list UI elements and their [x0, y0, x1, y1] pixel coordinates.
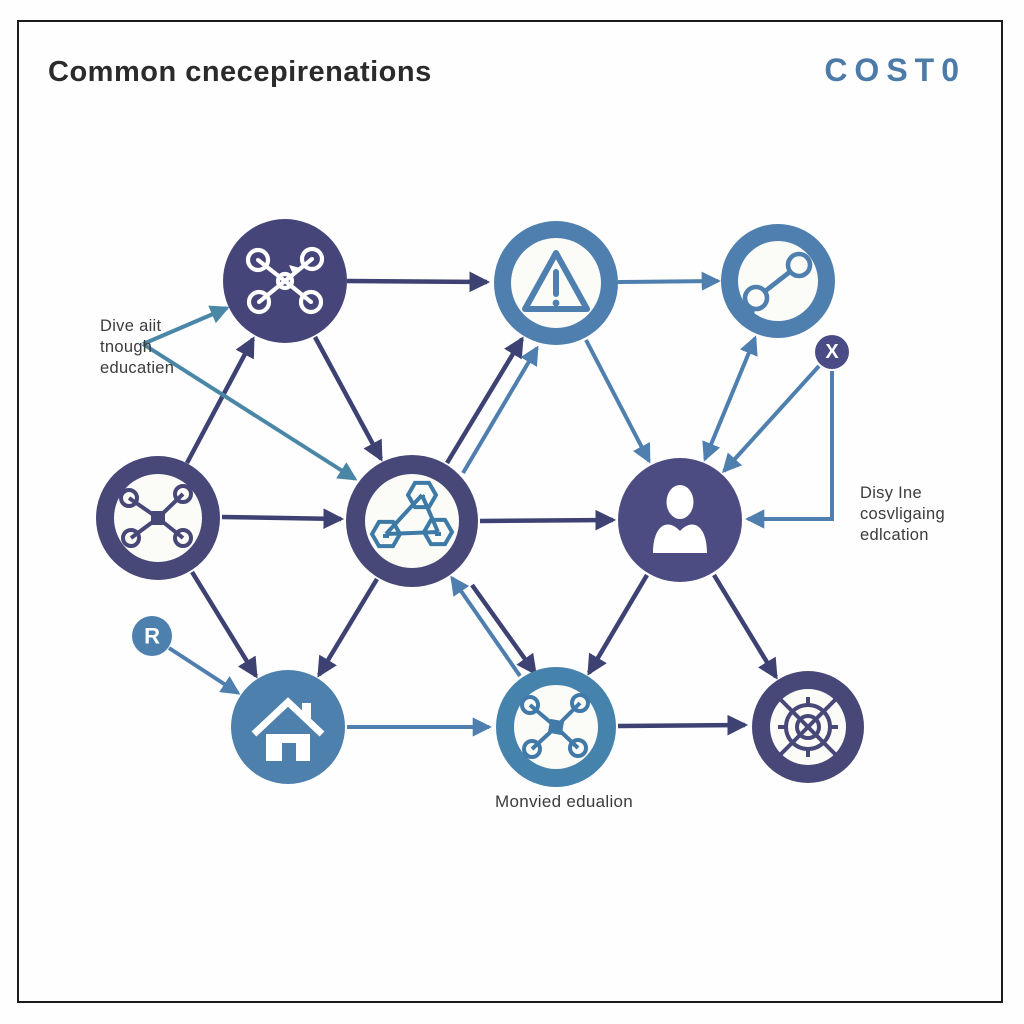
annotation-right-line1: Disy Ine	[860, 484, 923, 502]
edge-note-drone	[142, 305, 230, 346]
house-icon	[251, 697, 325, 761]
edge-networkleft-drone	[185, 336, 255, 465]
brand-logo: COST0	[824, 52, 966, 88]
x-badge-label: X	[825, 341, 839, 363]
x-badge: X	[815, 335, 849, 369]
edge-warning-key	[617, 271, 721, 291]
annotation-right-line3: edlcation	[860, 526, 929, 544]
edge-molecule-warning-blue	[461, 345, 539, 475]
edge-note-molecule	[141, 342, 358, 481]
edge-warning-person	[584, 339, 651, 464]
person-icon	[653, 485, 707, 553]
edge-molecule-warning-dark	[445, 336, 524, 465]
network-hub-icon	[520, 693, 590, 759]
node-network-left	[96, 456, 220, 580]
edge-bottomnetwork-target	[617, 714, 749, 736]
annotation-left-line3: educatien	[100, 359, 175, 377]
edge-drone-warning	[346, 271, 491, 293]
edge-person-bottomnetwork	[587, 573, 649, 676]
annotation-left: Dive aiit tnough educatien	[100, 316, 174, 379]
edge-xbadge-person	[722, 364, 821, 474]
drone-icon	[245, 246, 325, 315]
molecule-icon	[369, 480, 455, 549]
r-badge-label: R	[144, 624, 160, 649]
network-hub-icon	[119, 484, 193, 548]
node-target	[752, 671, 864, 783]
edge-networkleft-molecule	[221, 508, 345, 530]
annotation-left-line1: Dive aiit	[100, 317, 162, 335]
edge-bottomnetwork-molecule	[450, 575, 522, 678]
edge-networkleft-house	[190, 570, 258, 679]
edge-xbadge-elbow-person	[745, 371, 834, 529]
edges	[141, 271, 834, 737]
r-badge: R	[132, 616, 172, 656]
annotation-right: Disy Ine cosvligaing edlcation	[860, 483, 945, 546]
node-network-bottom	[496, 667, 616, 787]
page-title: Common cnecepirenations	[48, 56, 432, 88]
edge-person-key	[702, 335, 758, 462]
node-drone	[223, 219, 347, 343]
annotation-bottom: Monvied edualion	[495, 792, 634, 811]
node-warning	[494, 221, 618, 345]
node-molecule	[346, 455, 478, 587]
edge-drone-molecule	[313, 335, 383, 462]
warning-triangle-icon	[522, 250, 590, 312]
edge-molecule-bottomnetwork	[470, 583, 537, 676]
annotation-right-line2: cosvligaing	[860, 505, 945, 523]
target-crosshair-icon	[775, 694, 841, 760]
key-link-icon	[742, 251, 813, 323]
annotation-left-line2: tnough	[100, 338, 153, 356]
edge-person-target	[712, 573, 778, 680]
edge-molecule-house	[317, 577, 379, 678]
node-house	[231, 670, 345, 784]
edge-rbadge-house	[167, 646, 241, 695]
node-person	[618, 458, 742, 582]
edge-molecule-person	[479, 509, 617, 531]
node-key	[721, 224, 835, 338]
